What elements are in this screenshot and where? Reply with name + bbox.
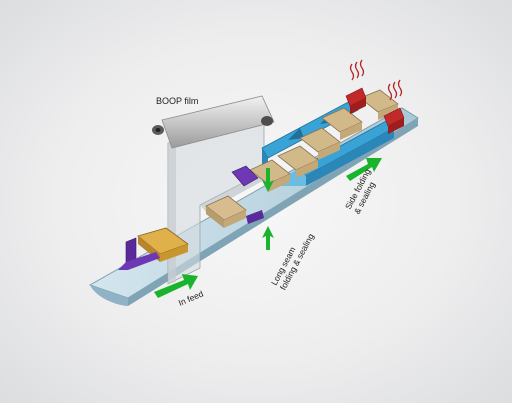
package-wrapping: [205, 195, 247, 228]
package-sealed: [359, 89, 399, 120]
long-seam-sealer: [246, 210, 264, 224]
down-arrow-icon: [262, 168, 274, 192]
packages: [137, 89, 399, 262]
package-fold-2: [299, 127, 341, 160]
purple-components: [118, 165, 264, 270]
long-seam-arrow-icon: [262, 226, 274, 250]
infeed-label: In feed: [177, 288, 205, 307]
side-sealer-left: [345, 87, 367, 114]
long-seam-label: Long seam folding & sealing: [269, 232, 316, 292]
arrows: [154, 158, 382, 298]
side-fold-arrow-icon: [346, 158, 382, 181]
film-label: BOOP film: [156, 96, 198, 106]
package-fold-3: [321, 107, 363, 140]
film-roll: [152, 95, 275, 149]
heat-waves-icon: [349, 59, 403, 101]
side-fold-label: Side folding & sealing: [343, 167, 377, 216]
infeed-pusher: [118, 237, 160, 270]
side-sealer-right: [383, 107, 405, 134]
long-seam-heater: [231, 165, 259, 187]
infeed-arrow-icon: [154, 274, 198, 298]
side-sealers: [345, 59, 405, 134]
